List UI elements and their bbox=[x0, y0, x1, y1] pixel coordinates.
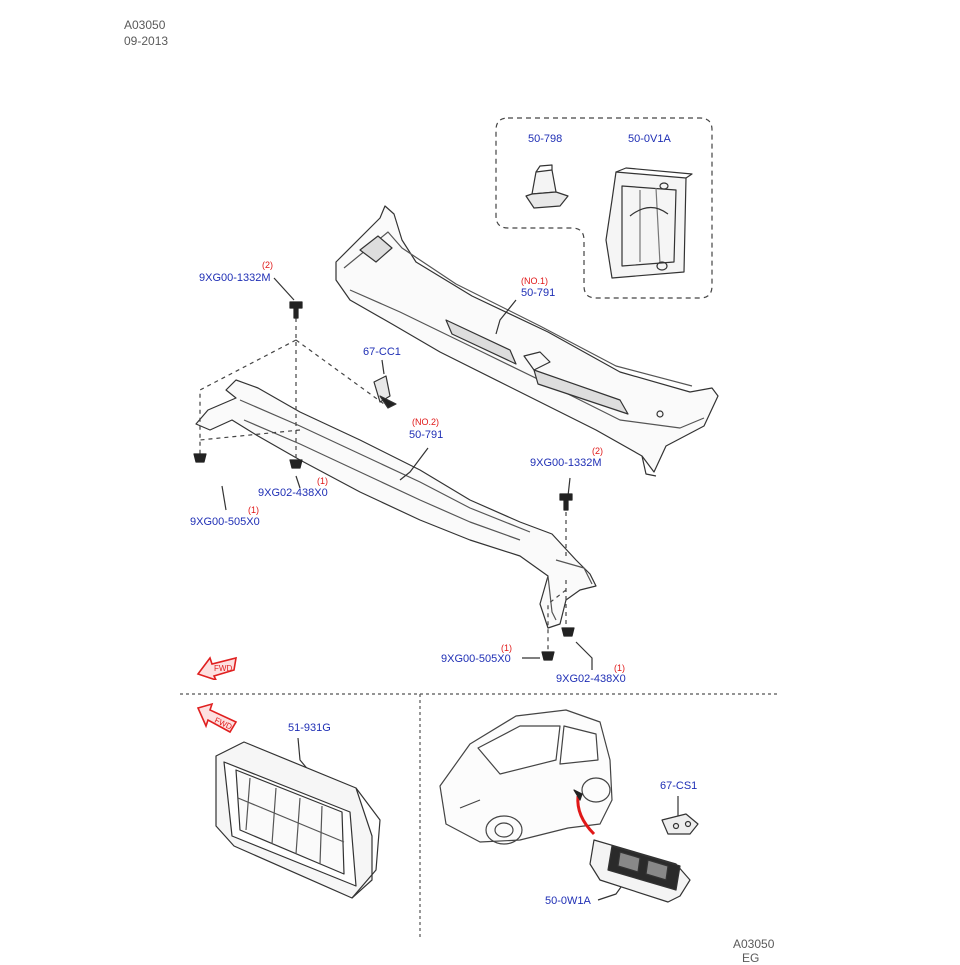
clip-left-upper bbox=[193, 453, 207, 463]
fwd-arrow-icon-lower: FWD bbox=[196, 702, 238, 734]
callout-9xg02-438x0-left: 9XG02-438X0 bbox=[258, 487, 328, 499]
callout-50-791-no1: 50-791 bbox=[521, 287, 556, 299]
callout-50-791-no2: 50-791 bbox=[409, 429, 444, 441]
clip-67-cc1-drawing bbox=[373, 375, 391, 403]
car-silhouette-drawing bbox=[439, 709, 613, 845]
bracket-67-cs1-drawing bbox=[661, 813, 699, 835]
clip-right-lower-b bbox=[561, 627, 575, 637]
fwd-arrow-text: FWD bbox=[214, 664, 232, 673]
cowl-grille-no1-drawing bbox=[335, 205, 719, 477]
detail-box-outline bbox=[495, 117, 713, 299]
fwd-arrow-icon-upper: FWD bbox=[196, 656, 237, 680]
callout-67-cc1: 67-CC1 bbox=[363, 346, 401, 358]
callout-51-931g: 51-931G bbox=[288, 722, 331, 734]
clip-left-mid bbox=[289, 459, 303, 469]
qty-9xg00-505x0-left: (1) bbox=[248, 505, 259, 515]
qty-50-791-no1: (NO.1) bbox=[521, 276, 548, 286]
diagram-code: A03050 bbox=[124, 18, 166, 32]
diagram-date: 09-2013 bbox=[124, 34, 169, 48]
qty-9xg00-1332m-top: (2) bbox=[262, 260, 273, 270]
screw-top-left bbox=[289, 301, 303, 319]
qty-9xg02-438x0-left: (1) bbox=[317, 476, 328, 486]
footer-code: A03050 bbox=[733, 937, 775, 951]
callout-9xg00-505x0-left: 9XG00-505X0 bbox=[190, 516, 260, 528]
clip-right-lower-a bbox=[541, 651, 555, 661]
qty-9xg00-505x0-right: (1) bbox=[501, 643, 512, 653]
callout-67-cs1: 67-CS1 bbox=[660, 780, 698, 792]
cowl-grille-no2-drawing bbox=[195, 379, 597, 629]
qty-50-791-no2: (NO.2) bbox=[412, 417, 439, 427]
callout-9xg00-1332m-top: 9XG00-1332M bbox=[199, 272, 271, 284]
callout-9xg00-505x0-right: 9XG00-505X0 bbox=[441, 653, 511, 665]
qty-9xg00-1332m-right: (2) bbox=[592, 446, 603, 456]
callout-50-0w1a: 50-0W1A bbox=[545, 895, 591, 907]
pointer-red-arrow bbox=[576, 795, 596, 836]
qty-9xg02-438x0-right: (1) bbox=[614, 663, 625, 673]
screw-right bbox=[559, 493, 573, 511]
callout-50-0v1a: 50-0V1A bbox=[628, 133, 671, 145]
callout-9xg02-438x0-right: 9XG02-438X0 bbox=[556, 673, 626, 685]
vent-51-931g-drawing bbox=[215, 741, 381, 899]
callout-50-798: 50-798 bbox=[528, 133, 563, 145]
callout-9xg00-1332m-right: 9XG00-1332M bbox=[530, 457, 602, 469]
bracket-50-0v1a-drawing bbox=[605, 167, 693, 279]
switch-panel-50-0w1a-drawing bbox=[589, 839, 691, 903]
clip-50-798-drawing bbox=[525, 164, 569, 209]
